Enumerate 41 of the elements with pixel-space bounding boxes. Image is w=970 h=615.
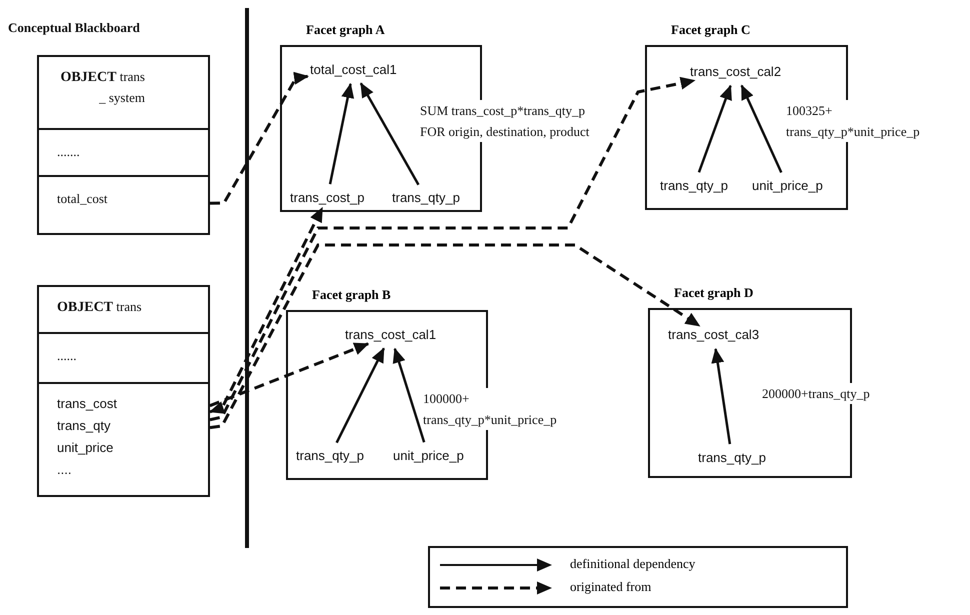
variable-label: trans_qty_p — [698, 450, 766, 466]
dependency-arrow — [328, 82, 354, 184]
facet-graph-title: Facet graph D — [674, 285, 754, 301]
facet-graph-title: Facet graph B — [312, 287, 391, 303]
attribute-text: .... — [57, 461, 72, 479]
attribute-text: trans_cost — [57, 395, 117, 413]
attribute-text: unit_price — [57, 439, 114, 457]
object-box — [37, 285, 210, 497]
facet-graph-title: Facet graph A — [306, 22, 385, 38]
facet-graph-title: Facet graph C — [671, 22, 750, 38]
attribute-text: ...... — [57, 347, 76, 365]
variable-label: trans_qty_p — [660, 178, 728, 194]
attribute-text: OBJECT trans _ system — [59, 68, 145, 107]
attribute-text: ....... — [57, 143, 80, 161]
dashed-arrow — [208, 206, 324, 414]
dashed-arrow — [210, 244, 700, 430]
variable-label: trans_qty_p — [296, 448, 364, 464]
variable-label: unit_price_p — [393, 448, 464, 464]
dependency-arrow — [336, 347, 385, 444]
dependency-arrow — [392, 348, 426, 443]
formula-text: 200000+trans_qty_p — [762, 383, 870, 404]
variable-label: trans_qty_p — [392, 190, 460, 206]
dependency-arrow — [698, 84, 732, 173]
dashed-arrow — [210, 72, 309, 205]
attribute-text: trans_qty — [57, 417, 110, 435]
variable-label: trans_cost_p — [290, 190, 364, 206]
variable-label: total_cost_cal1 — [310, 62, 397, 78]
variable-label: unit_price_p — [752, 178, 823, 194]
object-box — [37, 55, 210, 235]
variable-label: trans_cost_cal3 — [668, 327, 760, 343]
dependency-arrow — [740, 84, 782, 174]
dashed-arrow — [210, 76, 696, 422]
attribute-text: OBJECT trans — [57, 298, 142, 317]
variable-label: trans_cost_cal1 — [345, 327, 436, 343]
legend-text: originated from — [570, 579, 652, 595]
dependency-arrow — [360, 82, 420, 186]
attribute-text: total_cost — [57, 190, 108, 208]
variable-label: trans_cost_cal2 — [690, 64, 782, 80]
dashed-arrow — [209, 342, 370, 408]
dependency-arrow — [711, 348, 732, 444]
legend-text: definitional dependency — [570, 556, 696, 572]
